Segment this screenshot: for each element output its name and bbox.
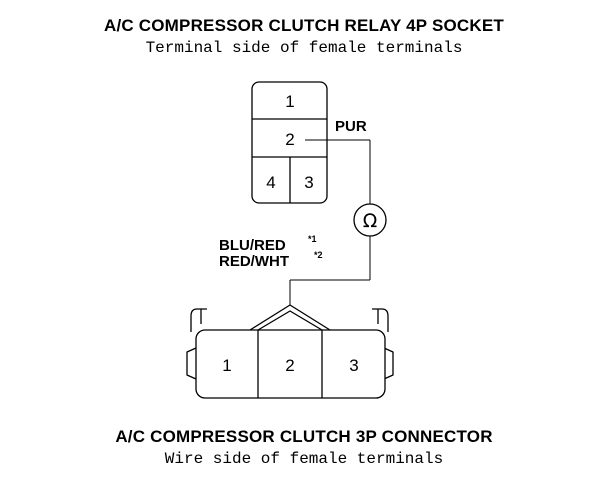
connector-subtitle: Wire side of female terminals (164, 450, 444, 468)
socket-terminal-3: 3 (304, 173, 313, 192)
wire-note-2: *2 (314, 250, 323, 260)
socket-terminal-4: 4 (266, 173, 275, 192)
connector-terminal-3: 3 (349, 356, 358, 375)
test-lead-lower (289, 236, 371, 305)
connector-terminal-1: 1 (222, 356, 231, 375)
test-lead-upper (305, 139, 371, 204)
socket-terminal-2: 2 (285, 130, 294, 149)
wire-label-blu-red: BLU/RED (219, 237, 286, 254)
connector-title: A/C COMPRESSOR CLUTCH 3P CONNECTOR (115, 427, 493, 446)
wire-note-1: *1 (308, 234, 317, 244)
wire-label-red-wht: RED/WHT (219, 253, 289, 270)
ohmmeter-icon: Ω (353, 203, 387, 237)
socket-subtitle: Terminal side of female terminals (145, 39, 463, 57)
connector-terminal-2: 2 (285, 356, 294, 375)
wire-color-labels: BLU/RED *1 RED/WHT *2 (219, 234, 323, 270)
ohm-symbol: Ω (363, 210, 378, 232)
clutch-connector (186, 304, 394, 399)
socket-title: A/C COMPRESSOR CLUTCH RELAY 4P SOCKET (103, 16, 505, 35)
relay-socket: 1 2 4 3 (251, 81, 328, 204)
wire-label-pur: PUR (335, 118, 367, 135)
socket-terminal-1: 1 (285, 92, 294, 111)
